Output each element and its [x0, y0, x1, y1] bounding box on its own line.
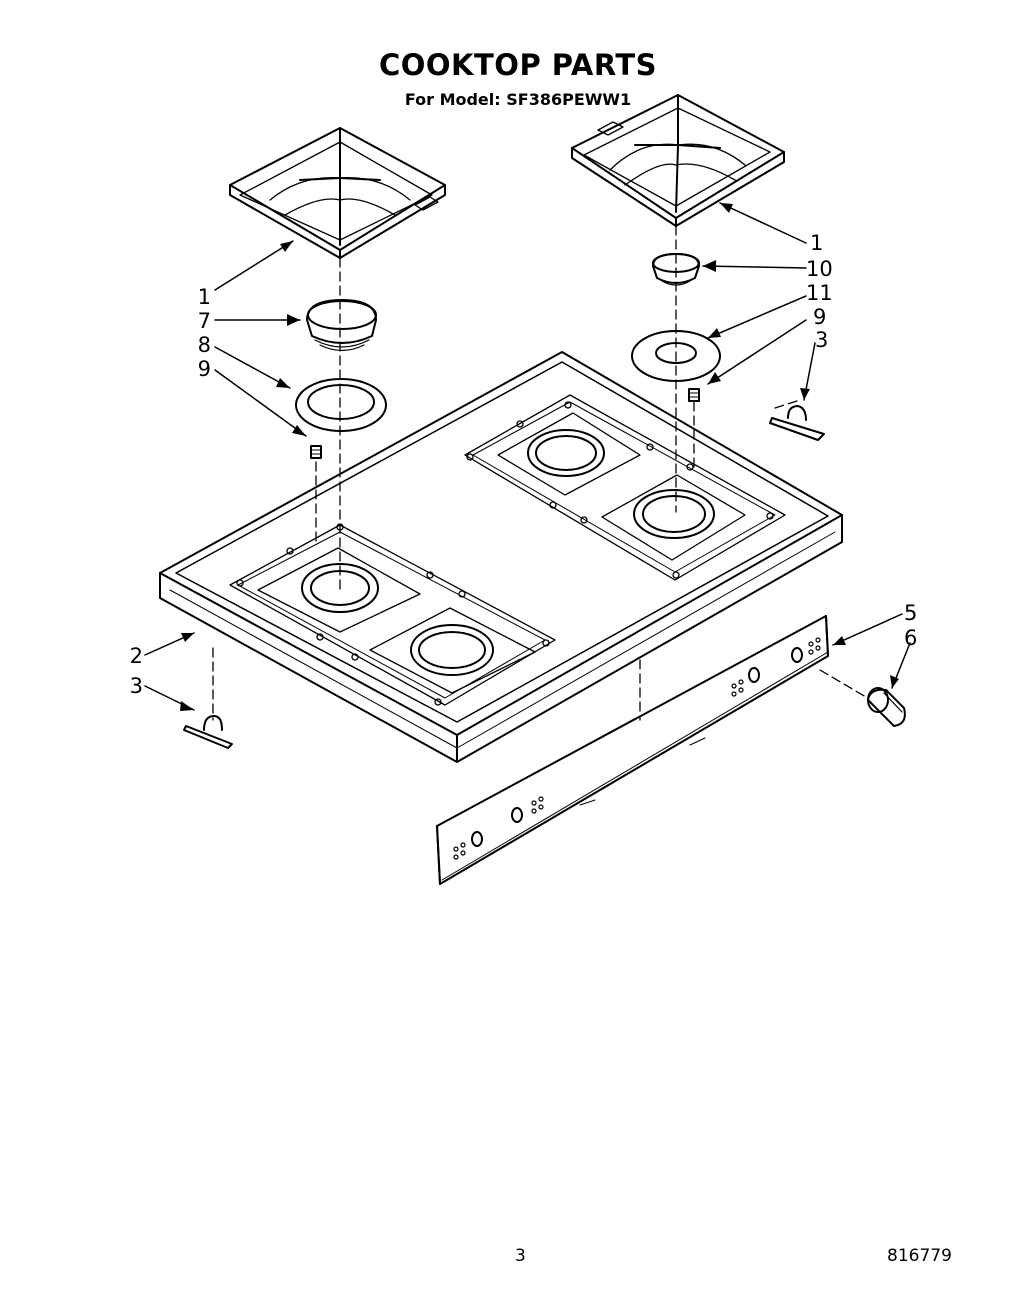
- left-burner-grate: [229, 127, 446, 259]
- callout-1-left: 1: [198, 285, 211, 309]
- callout-8: 8: [198, 333, 211, 357]
- callout-7: 7: [198, 309, 211, 333]
- left-burner-cap: [306, 299, 377, 352]
- callout-2: 2: [130, 644, 143, 668]
- callout-labels: 1 7 8 9 2 3: [130, 285, 211, 698]
- callout-6: 6: [904, 626, 917, 650]
- callout-11: 11: [806, 281, 833, 305]
- control-panel: [436, 615, 829, 885]
- callout-labels-right: 1 10 11 9 3 5 6: [806, 231, 917, 650]
- left-burner-ring: [295, 378, 387, 432]
- model-subtitle: For Model: SF386PEWW1: [404, 90, 632, 109]
- callout-3-left: 3: [130, 674, 143, 698]
- callout-5: 5: [904, 601, 917, 625]
- burner-openings: [301, 429, 715, 676]
- right-screw: [688, 388, 700, 402]
- page-number: 3: [515, 1246, 526, 1266]
- right-clip: [769, 405, 825, 441]
- callout-9-left: 9: [198, 357, 211, 381]
- right-burner-grate: [571, 94, 785, 227]
- control-knob: [867, 687, 906, 727]
- cooktop-screw-holes: [236, 401, 774, 706]
- callout-9-right: 9: [813, 305, 826, 329]
- callout-1-right: 1: [810, 231, 823, 255]
- document-number: 816779: [887, 1246, 952, 1266]
- callout-3-right: 3: [815, 328, 828, 352]
- assembly-lines: [212, 225, 867, 721]
- page-title: COOKTOP PARTS: [378, 48, 658, 82]
- arrowheads: [180, 203, 899, 711]
- cooktop-main-top: [159, 351, 843, 763]
- left-screw: [310, 445, 322, 459]
- left-clip: [183, 715, 233, 749]
- callout-10: 10: [806, 257, 833, 281]
